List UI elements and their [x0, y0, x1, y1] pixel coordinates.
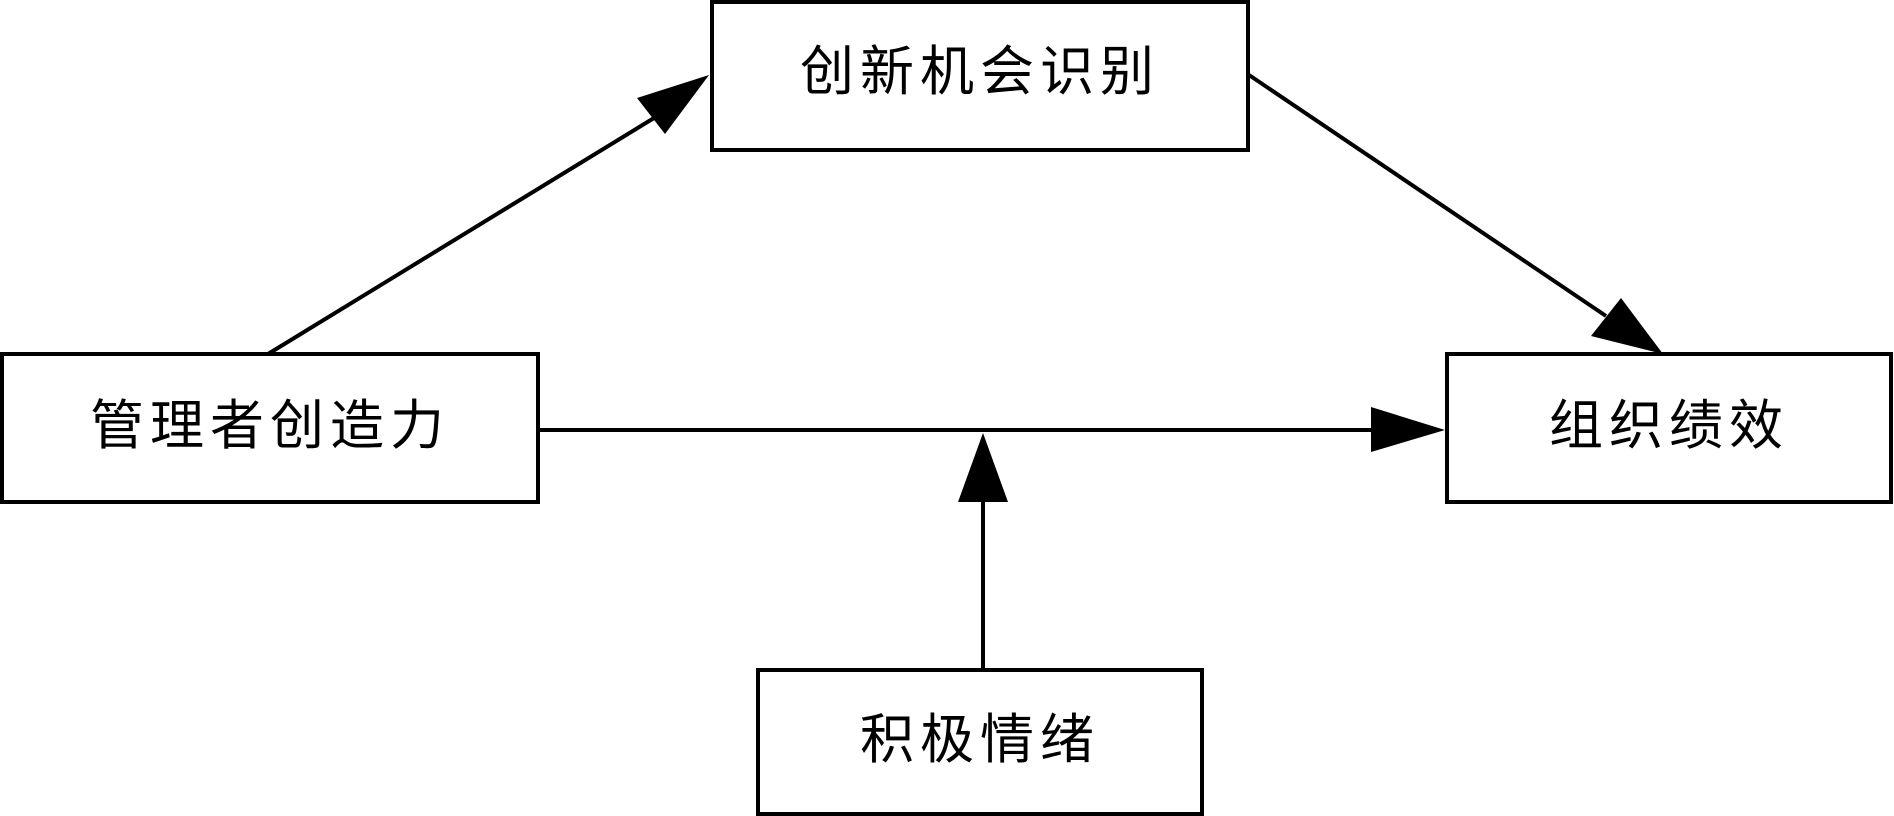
node-label: 组织绩效 — [1549, 394, 1789, 457]
node-manager-creativity: 管理者创造力 — [0, 352, 540, 504]
node-label: 管理者创造力 — [90, 394, 450, 457]
node-label: 积极情绪 — [860, 708, 1100, 771]
node-org-performance: 组织绩效 — [1445, 352, 1893, 504]
arrowhead — [958, 433, 1008, 502]
edge-creativity-to-performance — [538, 407, 1445, 452]
edge-opportunity-to-performance — [1247, 73, 1663, 354]
node-innovation-opportunity: 创新机会识别 — [710, 0, 1250, 152]
node-positive-emotion: 积极情绪 — [756, 668, 1204, 816]
node-label: 创新机会识别 — [800, 40, 1160, 103]
edge-creativity-to-opportunity — [266, 75, 709, 356]
edge-emotion-moderation — [958, 433, 1008, 681]
arrowhead — [1371, 407, 1445, 452]
arrowhead — [637, 75, 709, 134]
arrowhead — [1591, 298, 1663, 354]
